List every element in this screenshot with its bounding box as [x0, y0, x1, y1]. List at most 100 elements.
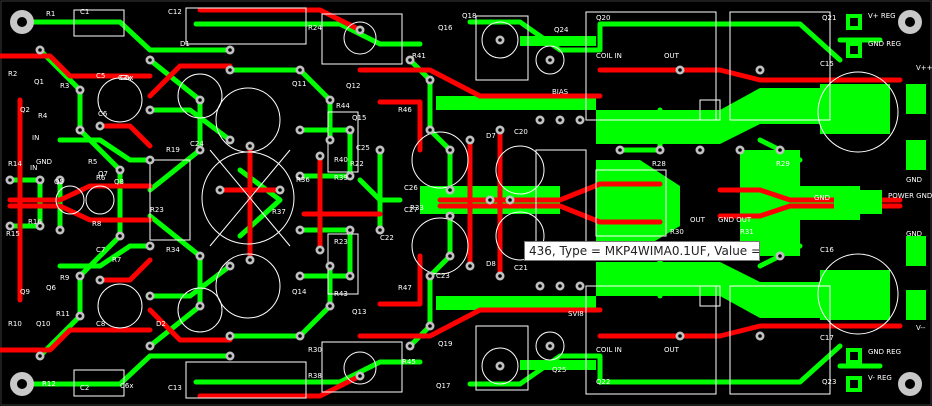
- pad-hole: [428, 274, 432, 278]
- pad-hole: [428, 324, 432, 328]
- component-label: C24: [190, 140, 204, 148]
- component-label: R2: [8, 70, 17, 78]
- pad-hole: [58, 178, 62, 182]
- component-label: V--: [916, 324, 926, 332]
- pad-hole: [228, 48, 232, 52]
- component-label: Q2: [20, 106, 30, 114]
- component-label: C3x: [118, 74, 131, 82]
- pad-hole: [468, 138, 472, 142]
- pad-hole: [198, 98, 202, 102]
- pad-hole: [78, 274, 82, 278]
- component-label: R19: [166, 146, 180, 154]
- pad-hole: [78, 128, 82, 132]
- pad-hole: [468, 264, 472, 268]
- mounting-holes: [10, 10, 922, 396]
- component-label: R16: [28, 218, 42, 226]
- component-label: R46: [398, 106, 412, 114]
- component-label: OUT: [690, 216, 706, 224]
- component-label: C6: [98, 110, 108, 118]
- pad-hole: [428, 78, 432, 82]
- component-label: Q10: [36, 320, 50, 328]
- component-label: GND OUT: [718, 216, 752, 224]
- component-label: R37: [272, 208, 286, 216]
- pad-hole: [248, 144, 252, 148]
- component-tooltip: 436, Type = MKP4WIMA0.1UF, Value = C21: [524, 241, 760, 261]
- component-label: R39: [334, 174, 348, 182]
- component-label: C25: [356, 144, 370, 152]
- component-label: D7: [486, 132, 496, 140]
- pad-hole: [198, 254, 202, 258]
- silkscreen-labels: R1R2R3R4R5R6R7R8R9R10R11R12R14R15R16R19R…: [6, 8, 932, 392]
- pad-hole: [378, 228, 382, 232]
- component-label: Q18: [462, 12, 476, 20]
- pad-hole: [298, 274, 302, 278]
- component-label: Q12: [346, 82, 360, 90]
- component-label: Q21: [822, 14, 836, 22]
- component-label: C6x: [120, 382, 133, 390]
- component-label: POWER GND: [888, 192, 932, 200]
- power-connectors: [834, 14, 926, 392]
- component-label: COIL IN: [596, 52, 622, 60]
- component-label: R38: [308, 372, 322, 380]
- component-label: R24: [308, 24, 322, 32]
- component-label: COIL IN: [596, 346, 622, 354]
- pad-hole: [148, 244, 152, 248]
- pad-hole: [228, 354, 232, 358]
- component-label: V+ REG: [868, 12, 896, 20]
- pad-hole: [298, 174, 302, 178]
- component-label: R23: [334, 238, 348, 246]
- component-label: C16: [820, 246, 834, 254]
- component-label: C5: [96, 72, 105, 80]
- pad-hole: [758, 68, 762, 72]
- pad-hole: [498, 128, 502, 132]
- pad-hole: [408, 58, 412, 62]
- component-label: R9: [60, 274, 69, 282]
- pad-hole: [228, 138, 232, 142]
- pad-hole: [148, 158, 152, 162]
- component-label: Q11: [292, 80, 306, 88]
- component-label: GND REG: [868, 40, 901, 48]
- pad-hole: [348, 174, 352, 178]
- bottom-copper-pours: [420, 36, 890, 370]
- component-label: C23: [436, 272, 450, 280]
- component-label: GND: [36, 158, 52, 166]
- component-label: Q9: [20, 288, 30, 296]
- component-label: Q20: [596, 14, 610, 22]
- pad-hole: [58, 228, 62, 232]
- component-label: R30: [308, 346, 322, 354]
- component-label: R28: [652, 160, 666, 168]
- component-label: R34: [166, 246, 180, 254]
- component-label: R33: [410, 204, 424, 212]
- component-label: OUT: [664, 346, 680, 354]
- component-label: Q17: [436, 382, 450, 390]
- component-label: R30: [670, 228, 684, 236]
- component-label: Q22: [596, 378, 610, 386]
- pad-hole: [678, 334, 682, 338]
- component-label: C12: [168, 8, 182, 16]
- pad-hole: [508, 198, 512, 202]
- component-label: Q15: [352, 114, 366, 122]
- component-label: C5x: [120, 74, 133, 82]
- pad-hole: [548, 58, 552, 62]
- pad-hole: [298, 228, 302, 232]
- component-label: R5: [88, 158, 97, 166]
- pad-hole: [738, 148, 742, 152]
- pad-hole: [8, 224, 12, 228]
- pad-hole: [298, 128, 302, 132]
- pad-hole: [658, 148, 662, 152]
- component-label: C7: [96, 246, 105, 254]
- pad-hole: [38, 224, 42, 228]
- component-label: Q23: [822, 378, 836, 386]
- component-label: D2: [156, 320, 166, 328]
- component-label: SVI8: [568, 310, 584, 318]
- component-label: BIAS: [552, 88, 569, 96]
- component-label: R6: [96, 174, 106, 182]
- component-label: C8: [96, 320, 105, 328]
- pad-hole: [698, 148, 702, 152]
- pad-hole: [778, 254, 782, 258]
- bottom-copper-tracks: [7, 19, 883, 387]
- pad-hole: [198, 148, 202, 152]
- pad-hole: [248, 258, 252, 262]
- pad-hole: [328, 264, 332, 268]
